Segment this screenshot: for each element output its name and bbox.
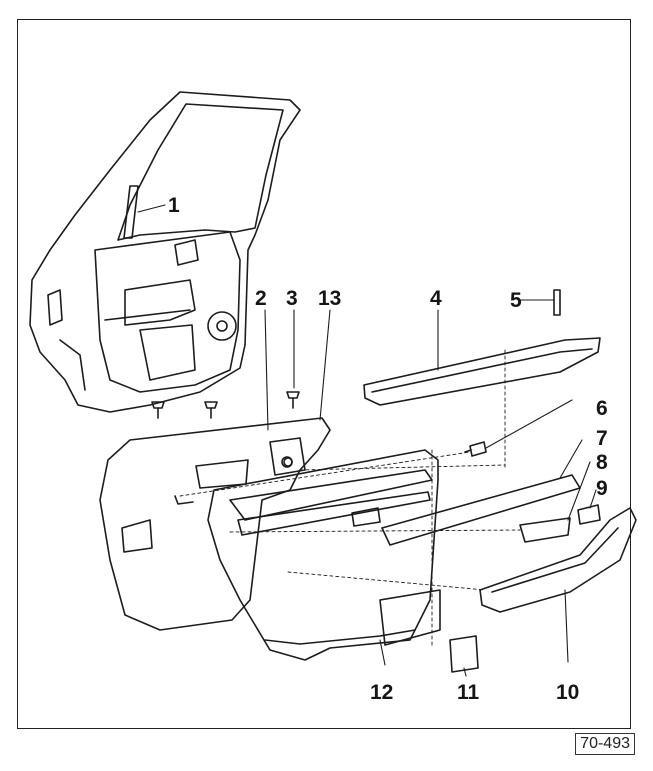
callout-11: 11 bbox=[457, 681, 480, 704]
screws-3 bbox=[151, 391, 300, 419]
callout-8: 8 bbox=[596, 451, 608, 474]
clip-9 bbox=[577, 504, 601, 525]
callout-5: 5 bbox=[510, 289, 522, 312]
callout-4: 4 bbox=[430, 287, 442, 310]
screw-6 bbox=[464, 441, 487, 457]
cap-11 bbox=[449, 635, 479, 673]
door-shell bbox=[29, 91, 301, 413]
armrest-pad-10 bbox=[479, 507, 637, 613]
grommet-13 bbox=[283, 457, 293, 467]
callout-3: 3 bbox=[286, 287, 298, 310]
trim-strip-4 bbox=[363, 337, 601, 406]
callout-10: 10 bbox=[556, 681, 580, 704]
pin-5 bbox=[553, 289, 561, 316]
diagram-frame bbox=[17, 19, 631, 729]
callout-7: 7 bbox=[596, 427, 608, 450]
callout-13: 13 bbox=[318, 287, 342, 310]
trim-bar-7 bbox=[381, 474, 581, 546]
callout-2: 2 bbox=[255, 287, 267, 310]
figure-reference-code: 70-493 bbox=[575, 733, 635, 755]
callout-1: 1 bbox=[168, 194, 180, 217]
callout-12: 12 bbox=[370, 681, 394, 704]
door-trim-panel bbox=[99, 417, 331, 631]
handle-insert-8 bbox=[519, 517, 571, 543]
callout-9: 9 bbox=[596, 477, 608, 500]
armrest-frame bbox=[207, 449, 441, 661]
callout-6: 6 bbox=[596, 397, 608, 420]
